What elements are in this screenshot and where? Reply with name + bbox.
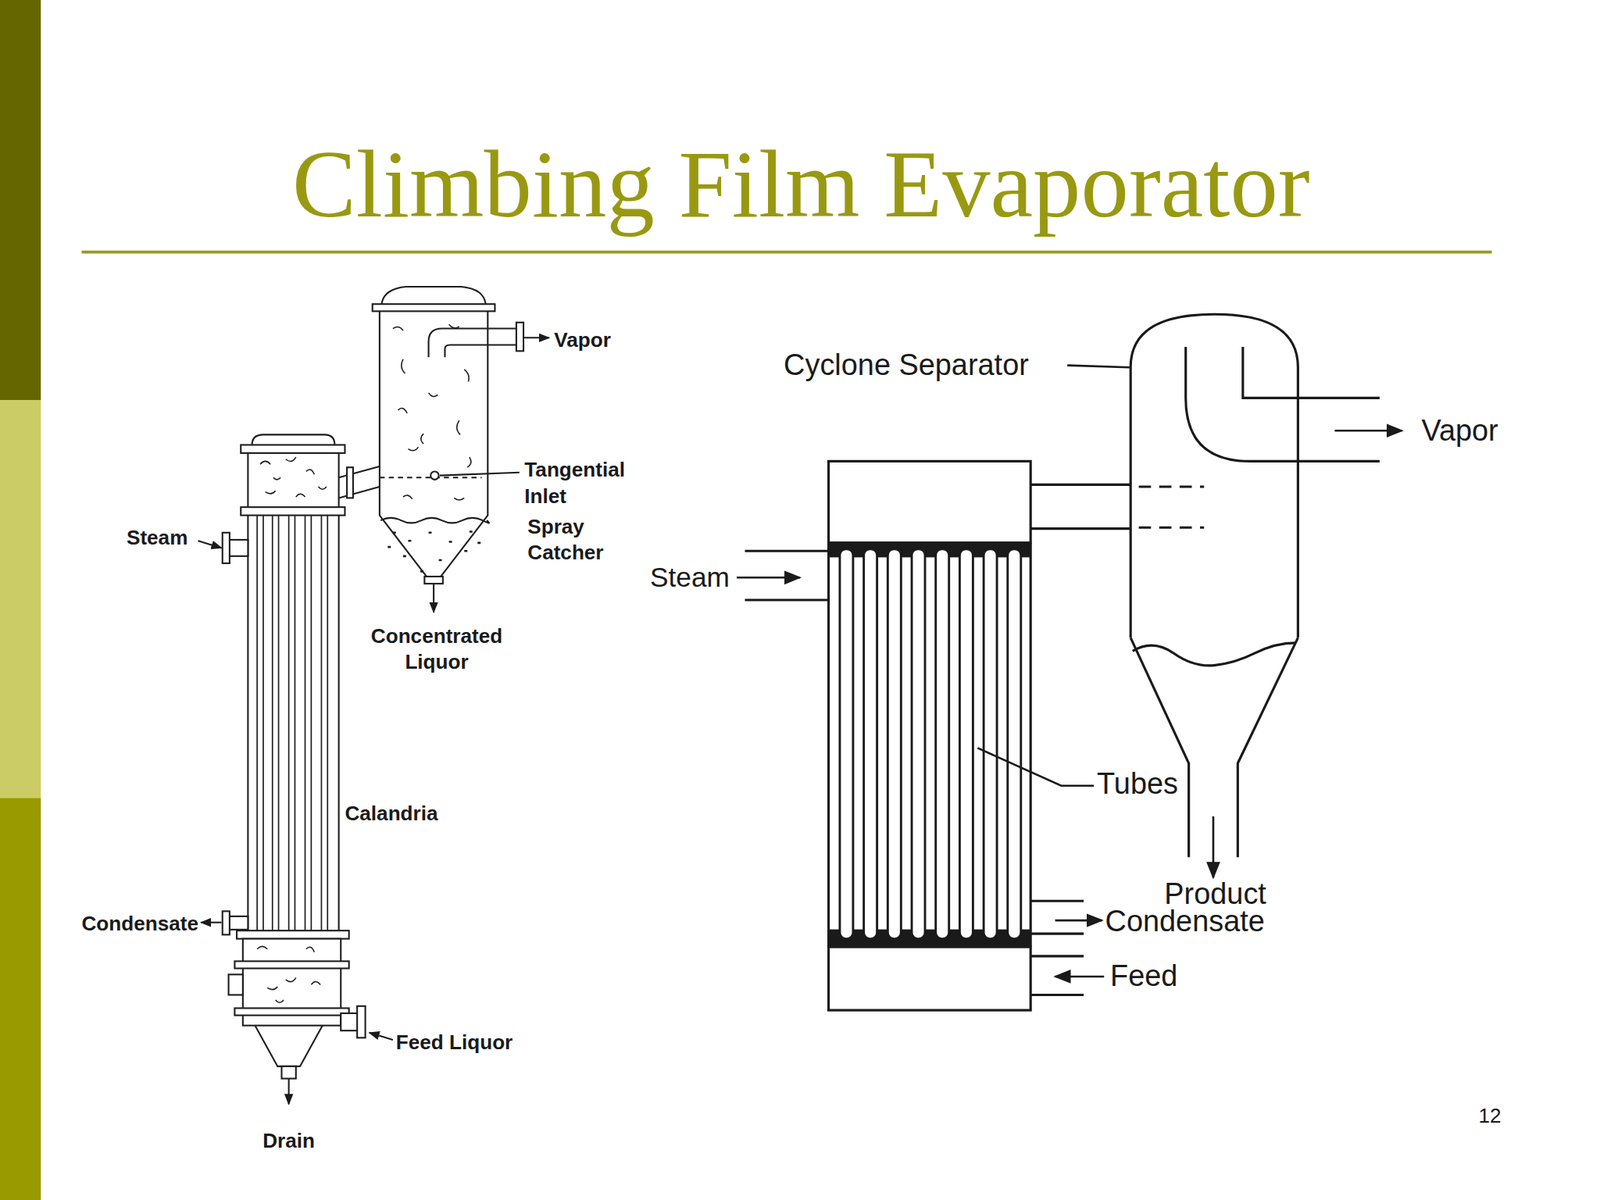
part-label: Vapor: [553, 327, 611, 352]
leader-line: [197, 540, 222, 548]
slide-title: Climbing Film Evaporator: [86, 135, 1516, 233]
flow-arrow: [432, 583, 435, 613]
side-bar: [0, 0, 41, 400]
feed-pipe: [340, 1013, 358, 1031]
leader-line: [977, 747, 1094, 786]
leader-line: [439, 472, 520, 476]
tube: [959, 549, 973, 940]
leader-line: [1067, 365, 1130, 368]
page-number: 12: [1478, 1103, 1501, 1128]
separator-body: [379, 310, 488, 577]
tube: [887, 549, 901, 940]
flange: [222, 910, 230, 935]
right-evaporator: [736, 314, 1403, 1011]
drain-cone: [255, 1025, 323, 1067]
flange: [240, 507, 345, 515]
tube-sheet: [829, 930, 1030, 947]
tube: [864, 549, 878, 940]
part-label: Feed: [1110, 958, 1178, 995]
liquid-level: [380, 517, 490, 524]
tube: [839, 549, 854, 940]
liquid-texture: [387, 531, 481, 572]
part-label: Condensate: [1105, 903, 1265, 940]
tube-set: [839, 549, 1022, 940]
flange: [372, 303, 496, 311]
side-bar: [0, 797, 41, 1200]
flange: [516, 322, 524, 352]
title-rule: [81, 250, 1492, 254]
leader-line: [369, 1032, 393, 1040]
flow-arrow: [1334, 429, 1402, 433]
hidden-pipe: [1139, 486, 1205, 528]
inlet-point: [430, 471, 439, 479]
part-label: Steam: [650, 560, 730, 594]
texture: [260, 457, 327, 497]
top-header: [828, 460, 1032, 543]
tube: [983, 549, 997, 940]
part-label: Feed Liquor: [396, 1029, 513, 1054]
flange: [236, 930, 350, 939]
flow-arrow: [736, 576, 800, 579]
bottom-header: [828, 946, 1032, 1011]
flow-arrow: [1212, 816, 1215, 878]
steam-nozzle: [228, 539, 249, 557]
tube: [935, 549, 950, 940]
liquid-level: [1132, 642, 1297, 666]
flange: [234, 960, 349, 968]
part-label: Tangential Inlet: [524, 456, 639, 510]
connecting-pipe: [1030, 484, 1131, 529]
outlet: [424, 576, 443, 584]
drain-outlet: [281, 1066, 296, 1079]
side-bar: [0, 400, 41, 798]
part-label: Steam: [126, 525, 188, 550]
calandria-tubes: [257, 515, 328, 932]
part-label: Tubes: [1096, 765, 1179, 802]
flange: [222, 532, 230, 564]
vapor-pipe: [1185, 346, 1380, 461]
flange: [346, 467, 354, 498]
part-label: Vapor: [1421, 412, 1498, 449]
left-evaporator: [197, 286, 549, 1104]
connecting-pipe: [339, 466, 380, 498]
flange: [240, 444, 345, 453]
flange: [357, 1006, 365, 1038]
part-label: Drain: [262, 1128, 315, 1154]
flow-arrow: [1055, 975, 1105, 979]
flow-arrow: [1055, 919, 1103, 922]
spray-texture: [392, 324, 472, 500]
valve: [228, 974, 243, 995]
flange: [234, 1007, 349, 1015]
separator-body: [1130, 314, 1298, 638]
separator-dome: [381, 286, 486, 304]
condensate-nozzle: [228, 916, 249, 930]
texture: [257, 946, 321, 1003]
tube-sheet: [829, 542, 1030, 557]
flow-arrow: [523, 336, 550, 339]
part-label: Concentrated Liquor: [364, 623, 509, 675]
flow-arrow: [200, 921, 222, 924]
tube: [1007, 549, 1022, 940]
shell: [828, 542, 1032, 947]
tube: [911, 549, 925, 940]
flow-arrow: [288, 1078, 290, 1105]
vapor-pipe: [428, 328, 519, 358]
part-label: Calandria: [344, 800, 438, 825]
calandria-shell: [247, 515, 339, 932]
condensate-outlet: [1030, 900, 1084, 934]
part-label: Spray Catcher: [527, 514, 622, 565]
steam-inlet: [744, 550, 829, 600]
part-label: Condensate: [81, 910, 199, 936]
part-label: Cyclone Separator: [783, 347, 1029, 384]
